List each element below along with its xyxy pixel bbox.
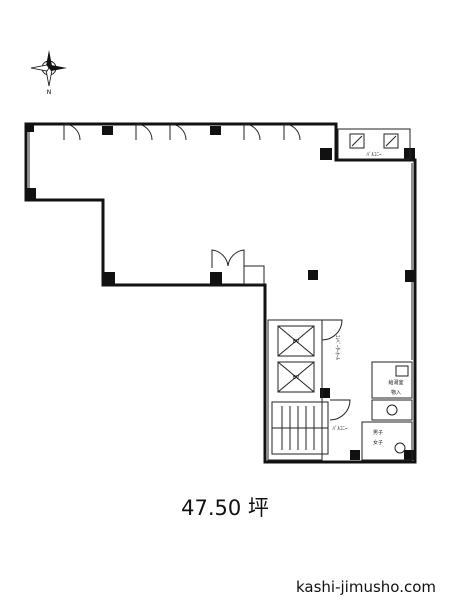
inner-doors (211, 249, 265, 285)
toilet-m-label: 男子 (373, 429, 383, 436)
compass-north-label: N (47, 89, 52, 96)
area-label: 47.50 坪 (181, 496, 269, 520)
site-watermark: kashi-jimusho.com (295, 578, 436, 596)
outer-wall (24, 122, 417, 464)
core-area: EV EV ｴﾚﾍﾞｰﾀｰﾎｰﾙ (267, 319, 351, 461)
ev2-label: EV (293, 375, 300, 381)
storage-label: 物入 (391, 389, 401, 396)
kitchen-label: 給湯室 (388, 379, 403, 386)
wet-area: 給湯室 物入 男子 女子 ﾊﾞﾙｺﾆｰ (332, 361, 413, 461)
compass-icon: N (30, 50, 67, 96)
balcony-lower-label: ﾊﾞﾙｺﾆｰ (332, 425, 348, 432)
elevator-hall-label: ｴﾚﾍﾞｰﾀｰﾎｰﾙ (334, 335, 341, 361)
ev1-label: EV (293, 339, 300, 345)
structural-columns (26, 124, 415, 460)
window-doors (63, 123, 301, 141)
balcony-upper-label: ﾊﾞﾙｺﾆｰ (366, 151, 382, 158)
balcony-upper: ﾊﾞﾙｺﾆｰ (337, 128, 411, 160)
toilet-f-label: 女子 (373, 439, 383, 446)
